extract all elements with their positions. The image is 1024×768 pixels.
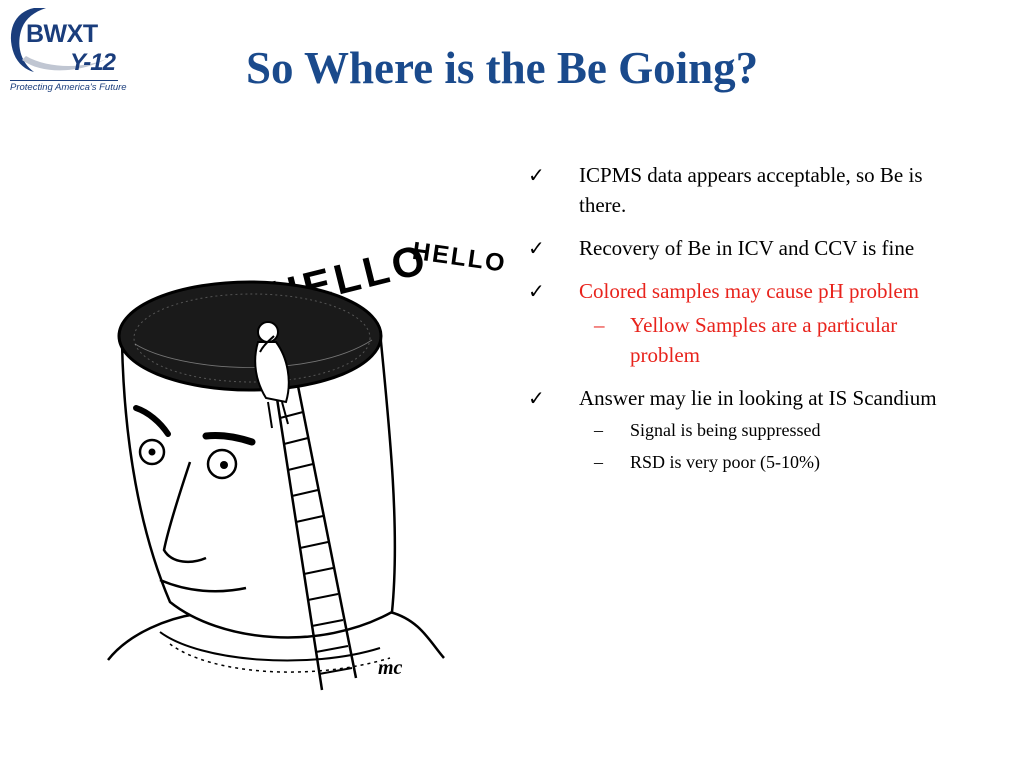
bullet-text: Answer may lie in looking at IS Scandium xyxy=(579,386,937,410)
artist-signature: mc xyxy=(378,657,403,679)
checkmark-icon: ✓ xyxy=(528,279,545,303)
sub-bullet-list: – Signal is being suppressed – RSD is ve… xyxy=(579,417,948,475)
bullet-text: Colored samples may cause pH problem xyxy=(579,279,919,303)
bullet-item: ✓ Recovery of Be in ICV and CCV is fine xyxy=(528,233,948,263)
checkmark-icon: ✓ xyxy=(528,236,545,260)
checkmark-icon: ✓ xyxy=(528,163,545,187)
sub-bullet-text: Signal is being suppressed xyxy=(630,420,821,440)
logo-divider xyxy=(10,80,118,81)
bullet-item-highlighted: ✓ Colored samples may cause pH problem –… xyxy=(528,276,948,370)
bullet-list: ✓ ICPMS data appears acceptable, so Be i… xyxy=(528,160,948,488)
bullet-item: ✓ ICPMS data appears acceptable, so Be i… xyxy=(528,160,948,220)
dash-marker: – xyxy=(594,452,603,472)
checkmark-icon: ✓ xyxy=(528,386,545,410)
sub-bullet-item: – Signal is being suppressed xyxy=(579,417,948,443)
sub-bullet-list: – Yellow Samples are a particular proble… xyxy=(579,310,948,370)
bullet-text: Recovery of Be in ICV and CCV is fine xyxy=(579,236,915,260)
sub-bullet-text: Yellow Samples are a particular problem xyxy=(630,313,898,367)
logo-swoosh-icon xyxy=(10,8,108,72)
slide-title: So Where is the Be Going? xyxy=(246,43,759,93)
cartoon-illustration: HELLO HELLO xyxy=(107,235,508,691)
bwxt-y12-logo: BWXT Y-12 Protecting America's Future xyxy=(4,2,127,98)
bullet-item: ✓ Answer may lie in looking at IS Scandi… xyxy=(528,383,948,475)
logo-subbrand-text: Y-12 xyxy=(70,49,116,76)
logo-brand-text: BWXT xyxy=(26,20,98,48)
logo-tagline: Protecting America's Future xyxy=(10,82,127,93)
sub-bullet-text: RSD is very poor (5-10%) xyxy=(630,452,820,472)
dash-marker: – xyxy=(594,313,605,337)
bullet-text: ICPMS data appears acceptable, so Be is … xyxy=(579,163,923,217)
sub-bullet-item: – Yellow Samples are a particular proble… xyxy=(579,310,948,370)
dash-marker: – xyxy=(594,420,603,440)
sub-bullet-item: – RSD is very poor (5-10%) xyxy=(579,449,948,475)
